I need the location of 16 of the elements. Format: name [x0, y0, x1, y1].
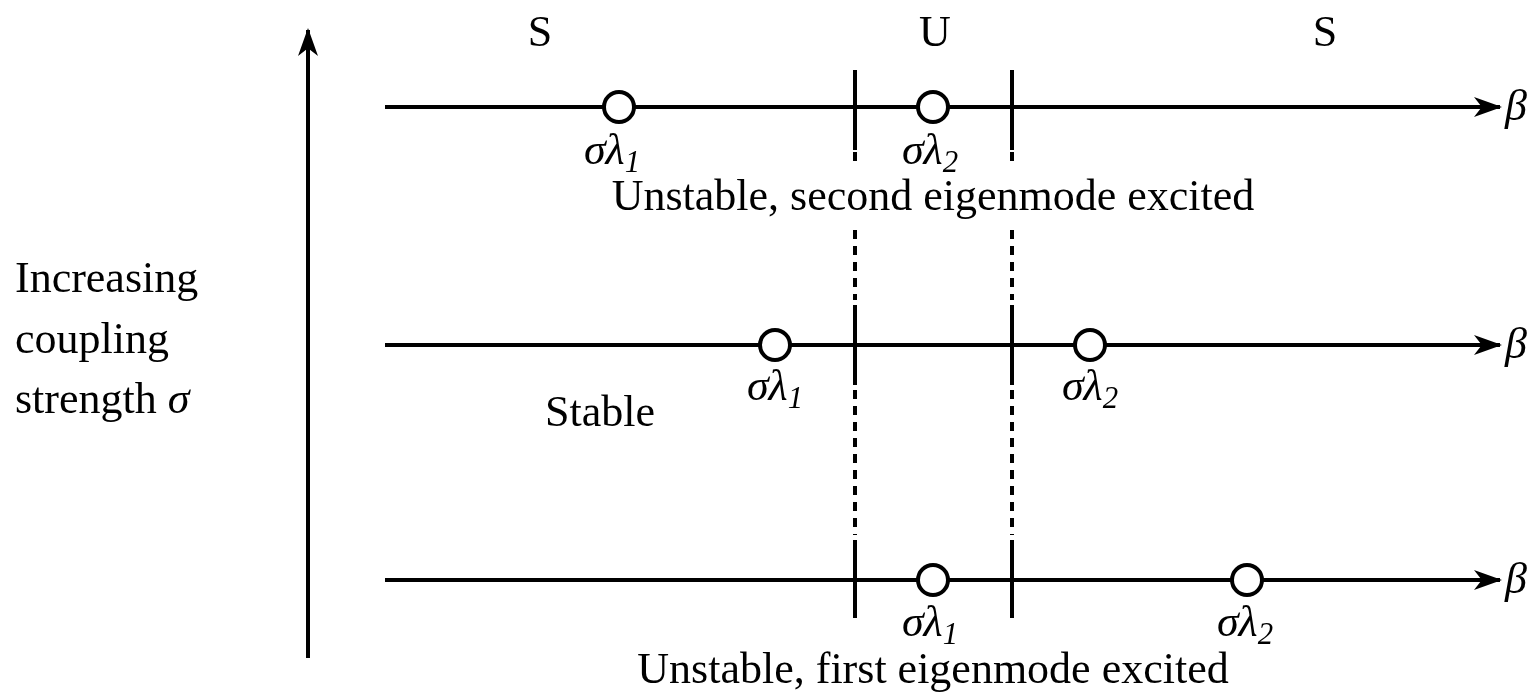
eigenvalue-label: σλ$_{2}$ [1061, 362, 1119, 411]
region-label: S [1312, 8, 1338, 57]
axis-label: β [1505, 320, 1527, 369]
eigenvalue-label: σλ$_{1}$ [746, 362, 804, 411]
axis-label: β [1505, 555, 1527, 604]
region-label: U [919, 8, 951, 57]
region-annotation: Stable [545, 388, 655, 437]
annotation-text: Unstable, second eigenmode excited [611, 172, 1255, 221]
eigenvalue-label: σλ$_{1}$ [583, 126, 641, 175]
eigenvalue-label: σλ$_{2}$ [1216, 598, 1274, 647]
annotation-text: Unstable, first eigenmode excited [637, 645, 1229, 694]
region-label: S [527, 8, 553, 57]
axis-label: β [1505, 82, 1527, 131]
eigenvalue-label: σλ$_{2}$ [901, 126, 959, 175]
eigenvalue-label: σλ$_{1}$ [901, 598, 959, 647]
axis-title: Increasing coupling strength σ [15, 252, 200, 426]
